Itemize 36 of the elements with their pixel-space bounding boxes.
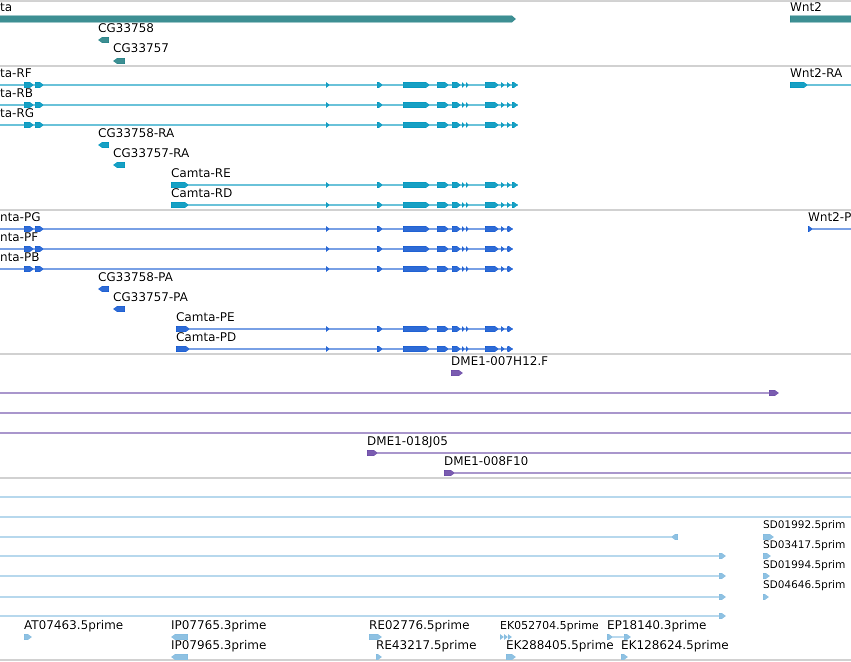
feature-label: CG33758-PA — [98, 271, 173, 284]
feature-label: CG33757-PA — [113, 291, 188, 304]
feature-label: nta-PB — [0, 251, 40, 264]
feature-label: Wnt2-RA — [790, 67, 842, 80]
feature-label: EK128624.5prime — [621, 639, 729, 652]
feature-label: Camta-RE — [171, 167, 231, 180]
feature-label: ta-RG — [0, 107, 34, 120]
feature-label: RE43217.5prime — [376, 639, 476, 652]
feature-label: IP07765.3prime — [171, 619, 266, 632]
feature-label: EK052704.5prime — [500, 620, 599, 631]
feature-label: SD04646.5prim — [763, 580, 846, 591]
feature-label: Wnt2-P — [808, 211, 851, 224]
feature-label: Camta-PD — [176, 331, 236, 344]
feature-label: IP07965.3prime — [171, 639, 266, 652]
feature-label: DME1-018J05 — [367, 435, 448, 448]
feature-label: Wnt2 — [790, 1, 822, 14]
feature-label: DME1-008F10 — [444, 455, 528, 468]
feature-label: Camta-PE — [176, 311, 235, 324]
feature-label: AT07463.5prime — [24, 619, 124, 632]
feature-label: RE02776.5prime — [369, 619, 470, 632]
feature-label: ta-RF — [0, 67, 32, 80]
feature-label: SD01994.5prim — [763, 560, 846, 571]
feature-label: EK288405.5prime — [506, 639, 614, 652]
feature-label: CG33758 — [98, 22, 154, 34]
feature-label: nta-PG — [0, 211, 41, 224]
feature-label: DME1-007H12.F — [451, 355, 548, 368]
feature-label: CG33758-RA — [98, 127, 174, 140]
feature-label: ta — [0, 1, 12, 14]
feature-label: Camta-RD — [171, 187, 232, 200]
feature-label: SD01992.5prim — [763, 520, 846, 531]
feature-label: ta-RB — [0, 87, 33, 100]
feature-label: SD03417.5prim — [763, 540, 846, 551]
feature-label: CG33757 — [113, 42, 169, 54]
feature-label: EP18140.3prime — [607, 619, 706, 632]
feature-label: nta-PF — [0, 231, 38, 244]
feature-label: CG33757-RA — [113, 147, 190, 160]
